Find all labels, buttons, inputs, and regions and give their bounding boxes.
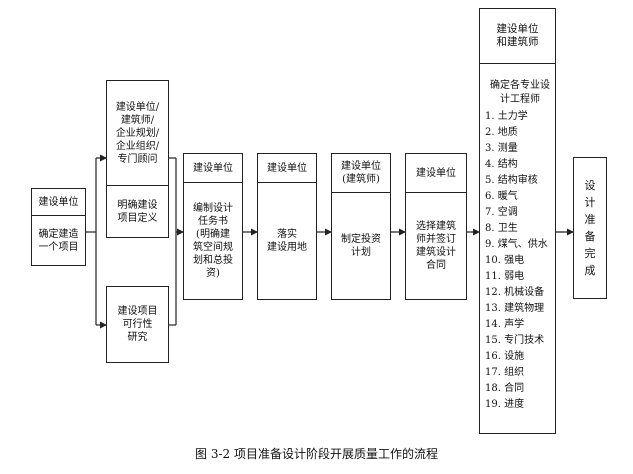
box-feasibility-study: 建设项目 可行性 研究 bbox=[106, 286, 169, 363]
box5-header: 建设单位 bbox=[267, 162, 307, 174]
figure-caption: 图 3-2 项目准备设计阶段开展质量工作的流程 bbox=[195, 447, 438, 461]
box-site-acquisition: 建设单位 落实 建设用地 bbox=[257, 153, 317, 300]
box5-body: 落实 建设用地 bbox=[258, 182, 316, 299]
engineer-list: 确定各专业设 计工程师 1. 土力学 2. 地质 3. 测量 4. 结构 5. … bbox=[480, 79, 555, 433]
list-item: 4. 结构 bbox=[485, 159, 518, 170]
list-item: 10. 强电 bbox=[485, 255, 525, 266]
box-investment-plan: 建设单位 (建筑师) 制定投资 计划 bbox=[331, 153, 391, 300]
box7-header: 建设单位 bbox=[416, 167, 456, 179]
box2-definition: 明确建设 项目定义 bbox=[107, 185, 168, 237]
box-initiate-project: 建设单位 确定建造 一个项目 bbox=[31, 188, 86, 266]
list-item: 6. 暖气 bbox=[485, 191, 518, 202]
box-engineer-selection: 建设单位 和建筑师 确定各专业设 计工程师 1. 土力学 2. 地质 3. 测量… bbox=[479, 8, 556, 434]
list-item: 17. 组织 bbox=[485, 367, 525, 378]
list-item: 8. 卫生 bbox=[485, 223, 518, 234]
list-item: 18. 合同 bbox=[485, 383, 525, 394]
list-item: 14. 声学 bbox=[485, 319, 525, 330]
list-item: 12. 机械设备 bbox=[485, 287, 545, 298]
box2-parties: 建设单位/ 建筑师/ 企业规划/ 企业组织/ 专门顾问 bbox=[115, 101, 160, 165]
list-item: 1. 土力学 bbox=[485, 111, 528, 122]
box6-header: 建设单位 (建筑师) bbox=[341, 161, 381, 185]
box1-body: 确定建造 一个项目 bbox=[32, 215, 85, 265]
list-item: 19. 进度 bbox=[485, 399, 525, 410]
list-item: 5. 结构审核 bbox=[485, 175, 538, 186]
box-design-brief: 建设单位 编制设计 任务书 (明确建 筑空间规 划和总投 资) bbox=[183, 153, 243, 300]
box9-body: 设 计 准 备 完 成 bbox=[584, 179, 596, 277]
box8-header: 建设单位 和建筑师 bbox=[496, 23, 539, 48]
list-item: 11. 弱电 bbox=[485, 271, 525, 282]
list-item: 7. 空调 bbox=[485, 207, 518, 218]
box8-divider bbox=[480, 63, 555, 64]
list-item: 9. 煤气、供水 bbox=[485, 239, 548, 250]
list-item: 2. 地质 bbox=[485, 127, 518, 138]
list-item: 15. 专门技术 bbox=[485, 335, 545, 346]
box4-header: 建设单位 bbox=[193, 162, 233, 174]
box1-header: 建设单位 bbox=[38, 196, 79, 208]
box6-body: 制定投资 计划 bbox=[332, 192, 390, 299]
box4-body: 编制设计 任务书 (明确建 筑空间规 划和总投 资) bbox=[184, 182, 242, 299]
box-architect-contract: 建设单位 选择建筑 师并签订 建筑设计 合同 bbox=[405, 153, 467, 300]
box-design-prep-complete: 设 计 准 备 完 成 bbox=[573, 157, 607, 299]
list-item: 16. 设施 bbox=[485, 351, 525, 362]
list-item: 13. 建筑物理 bbox=[485, 303, 545, 314]
box3-body: 建设项目 可行性 研究 bbox=[117, 306, 158, 343]
box-project-definition: 建设单位/ 建筑师/ 企业规划/ 企业组织/ 专门顾问 明确建设 项目定义 bbox=[106, 80, 169, 238]
list-item: 3. 测量 bbox=[485, 143, 518, 154]
box7-body: 选择建筑 师并签订 建筑设计 合同 bbox=[406, 192, 466, 299]
engineer-list-title: 确定各专业设 计工程师 bbox=[490, 80, 550, 105]
